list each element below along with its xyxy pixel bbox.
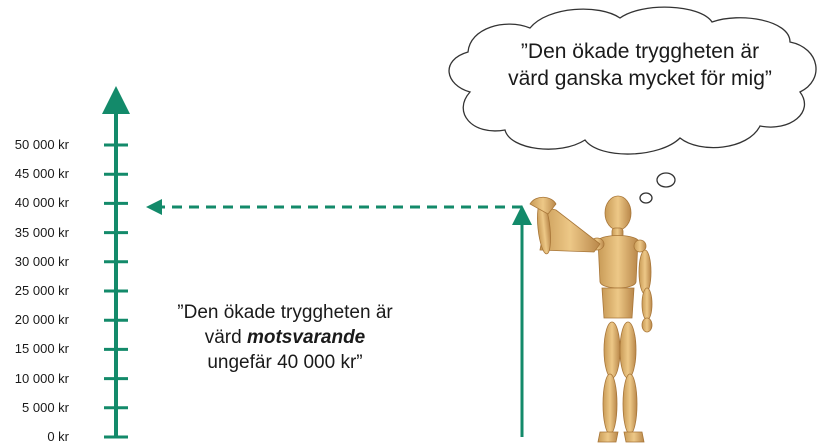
- value-axis: [102, 86, 130, 439]
- axis-tick-label: 40 000 kr: [14, 195, 69, 211]
- axis-tick-label: 35 000 kr: [14, 224, 69, 240]
- axis-tick-label: 0 kr: [47, 429, 69, 444]
- thought-dot-large: [656, 172, 676, 188]
- axis-arrowhead: [102, 86, 130, 114]
- valuation-quote: ”Den ökade tryggheten är värd motsvarand…: [165, 300, 405, 375]
- mannequin-torso: [597, 235, 639, 289]
- mannequin-head: [604, 195, 632, 231]
- axis-tick-label: 45 000 kr: [14, 166, 69, 182]
- axis-tick-label: 5 000 kr: [22, 399, 69, 415]
- thought-cloud: [448, 6, 817, 204]
- mannequin-hand: [529, 196, 557, 215]
- axis-tick-label: 25 000 kr: [14, 283, 69, 298]
- quote-emphasis: motsvarande: [246, 327, 366, 348]
- height-arrow-head: [512, 205, 532, 225]
- thought-bubble-text: ”Den ökade tryggheten är värd ganska myc…: [475, 38, 805, 92]
- mannequin-left-thigh: [603, 321, 621, 379]
- thought-dot-medium: [639, 192, 653, 204]
- axis-tick-label: 30 000 kr: [14, 253, 69, 269]
- axis-tick-marks: [104, 143, 128, 439]
- axis-tick-label: 50 000 kr: [14, 137, 69, 152]
- dashed-arrow-head: [146, 199, 162, 215]
- axis-tick-label: 10 000 kr: [14, 370, 69, 386]
- axis-tick-label: 20 000 kr: [14, 312, 69, 328]
- quote-line-1: ”Den ökade tryggheten är: [177, 302, 393, 323]
- thought-line-1: ”Den ökade tryggheten är: [520, 40, 760, 63]
- quote-line-2-prefix: värd: [204, 327, 247, 348]
- quote-line-2: värd motsvarande: [165, 325, 405, 350]
- thought-line-2: värd ganska mycket för mig”: [508, 67, 772, 90]
- wooden-mannequin-figure: [529, 195, 653, 443]
- quote-line-3: ungefär 40 000 kr”: [207, 352, 363, 373]
- mannequin-right-thigh: [619, 321, 637, 379]
- axis-tick-label: 15 000 kr: [14, 341, 69, 357]
